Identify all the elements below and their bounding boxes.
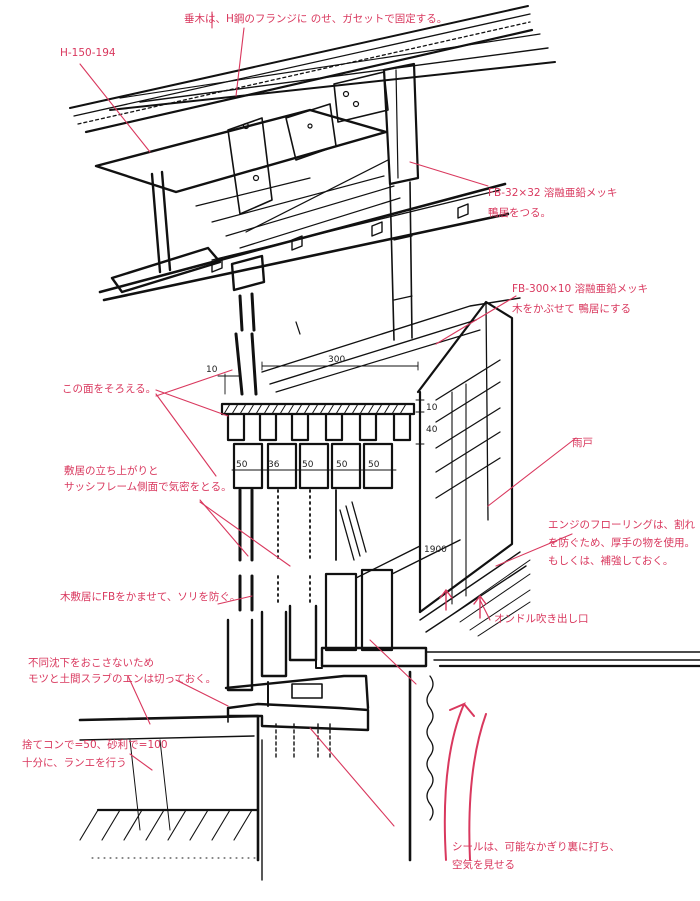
note-beam: H-150-194 (60, 47, 116, 59)
note-seal-2: 空気を見せる (452, 858, 515, 871)
dim-bottom-3: 50 (302, 460, 314, 470)
dim-bottom-4: 50 (336, 460, 348, 470)
dim-10-left: 10 (206, 365, 218, 375)
dim-40: 40 (426, 425, 438, 435)
leader-lines (79, 11, 577, 861)
head-sill (220, 399, 425, 490)
dim-bottom-5: 50 (368, 460, 380, 470)
note-fb-small: FB-32×32 溶融亜鉛メッキ (488, 186, 617, 199)
note-surface: この面をそろえる。 (62, 383, 156, 395)
annotation-texts: 垂木は、H鋼のフランジに のせ、ガセットで固定する。 H-150-194 FB-… (22, 12, 695, 871)
dim-bottom-1: 50 (236, 460, 248, 470)
note-settle-1: 不同沈下をおこさないため (28, 656, 154, 669)
note-wood-sill: 木敷居にFBをかませて、ソリを防ぐ。 (60, 590, 240, 603)
dim-bottom-2: 36 (268, 460, 280, 470)
header-block (217, 297, 521, 614)
sash-vertical (78, 359, 700, 881)
note-pour-1: 捨てコンで=50、砂利で=100 (22, 738, 168, 751)
note-amado: 雨戸 (572, 437, 593, 449)
note-flooring-1: エンジのフローリングは、割れ (548, 518, 695, 531)
dimension-texts: 300 10 10 40 1900 50 36 50 50 50 (206, 355, 447, 555)
note-flooring-2: を防ぐため、厚手の物を使用。 (548, 536, 695, 549)
dim-10-right: 10 (426, 403, 438, 413)
note-flooring-3: もしくは、補強しておく。 (548, 554, 673, 567)
dim-300: 300 (328, 355, 345, 365)
note-seal-1: シールは、可能なかぎり裏に打ち、 (452, 840, 620, 853)
note-fb-small-2: 鴨居をつる。 (488, 206, 551, 219)
note-fb-large: FB-300×10 溶融亜鉛メッキ (512, 282, 648, 295)
roof-structure (69, 5, 556, 341)
note-sill-2: サッシフレーム側面で気密をとる。 (64, 480, 232, 493)
note-fb-large-2: 木をかぶせて 鴨居にする (512, 302, 631, 315)
dim-1900: 1900 (424, 545, 447, 555)
note-rafter: 垂木は、H鋼のフランジに のせ、ガセットで固定する。 (184, 12, 447, 25)
note-pour-2: 十分に、ランエを行う (22, 756, 127, 769)
note-sill-1: 敷居の立ち上がりと (64, 464, 159, 477)
note-vent: オンドル吹き出し口 (494, 612, 589, 625)
note-settle-2: モツと土間スラブのエンは切っておく。 (28, 672, 216, 685)
